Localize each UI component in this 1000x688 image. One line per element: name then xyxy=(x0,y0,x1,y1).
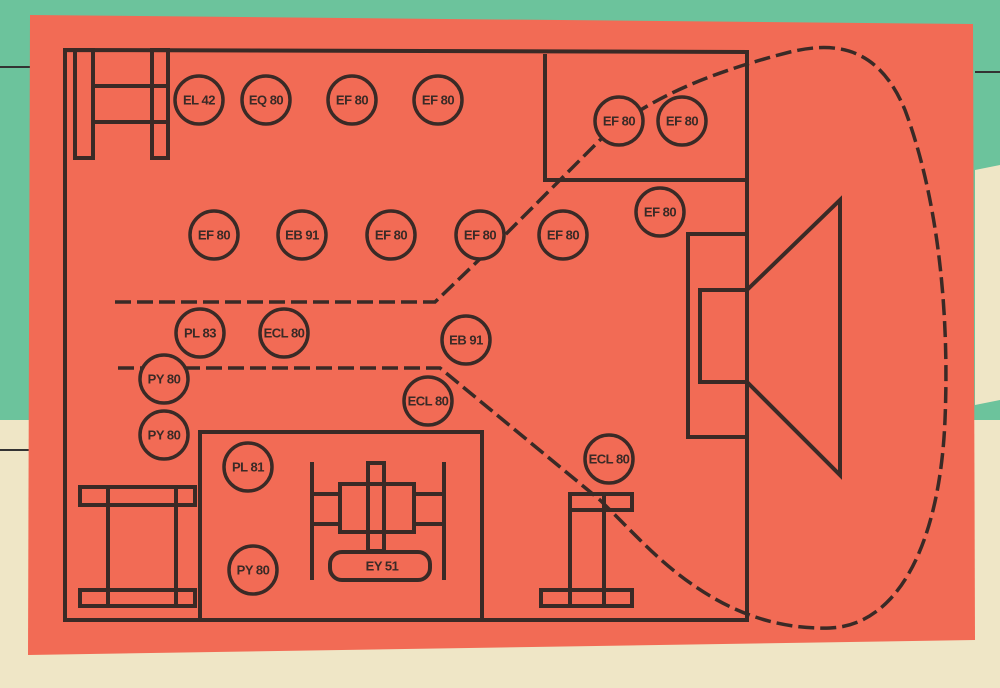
tube-label: EB 91 xyxy=(285,227,319,242)
tube-label: EF 80 xyxy=(336,92,368,107)
tube: EL 42 xyxy=(173,74,225,126)
tube-circle xyxy=(634,186,686,238)
tube-label: ECL 80 xyxy=(589,451,630,466)
tube-label: EF 80 xyxy=(547,227,579,242)
tube-circle xyxy=(412,74,464,126)
rectifier-label: EY 51 xyxy=(366,558,399,573)
chassis-outline xyxy=(63,47,842,622)
tube-circle xyxy=(593,95,645,147)
tube: EF 80 xyxy=(593,95,645,147)
tube-label: EF 80 xyxy=(375,227,407,242)
speaker-cone xyxy=(745,195,842,480)
tube-circle xyxy=(402,375,454,427)
red-paper xyxy=(28,15,975,655)
tube-circle xyxy=(258,307,310,359)
tube: PL 83 xyxy=(174,307,226,359)
tube-label: PL 83 xyxy=(184,325,216,340)
tube-label: EF 80 xyxy=(464,227,496,242)
tube-circle xyxy=(174,307,226,359)
tube-circle xyxy=(227,544,279,596)
tube: EF 80 xyxy=(326,74,378,126)
eht-box xyxy=(198,430,484,620)
tube-label: EF 80 xyxy=(644,204,676,219)
tube-circle xyxy=(222,441,274,493)
tube-label: PY 80 xyxy=(237,562,270,577)
tube: PY 80 xyxy=(227,544,279,596)
tube: PL 81 xyxy=(222,441,274,493)
tube-label: ECL 80 xyxy=(264,325,305,340)
tube-label: EL 42 xyxy=(183,92,215,107)
tube: EB 91 xyxy=(440,314,492,366)
tube-circle xyxy=(454,209,506,261)
tube-circle xyxy=(138,353,190,405)
tube-label: EF 80 xyxy=(603,113,635,128)
tube: ECL 80 xyxy=(258,307,310,359)
tube: EF 80 xyxy=(537,209,589,261)
crt-outline-dashed xyxy=(115,45,948,630)
tube: EF 80 xyxy=(656,95,708,147)
tube: PY 80 xyxy=(138,409,190,461)
tube: EF 80 xyxy=(454,209,506,261)
tube-circle xyxy=(537,209,589,261)
tube: EF 80 xyxy=(365,209,417,261)
tube-label: EB 91 xyxy=(449,332,483,347)
tube-circle xyxy=(326,74,378,126)
tube: EF 80 xyxy=(412,74,464,126)
tube-circle xyxy=(656,95,708,147)
tube-circle xyxy=(583,433,635,485)
tube: ECL 80 xyxy=(402,375,454,427)
tube: EB 91 xyxy=(276,209,328,261)
tube-label: ECL 80 xyxy=(408,393,449,408)
tube: EF 80 xyxy=(188,209,240,261)
tube-label: EF 80 xyxy=(422,92,454,107)
tube-circle xyxy=(240,74,292,126)
tube-label: EQ 80 xyxy=(249,92,284,107)
tube-circle xyxy=(440,314,492,366)
tube-label: PL 81 xyxy=(232,459,264,474)
tube-label: EF 80 xyxy=(198,227,230,242)
tube-circle xyxy=(138,409,190,461)
tube: PY 80 xyxy=(138,353,190,405)
cream-patch-right xyxy=(975,165,1000,405)
tube: ECL 80 xyxy=(583,433,635,485)
tube-layout: EL 42 EQ 80 EF 80 EF 80 EF 80 EF 80 EF 80 EF 80… xyxy=(138,74,708,596)
tube: EF 80 xyxy=(634,186,686,238)
tube-label: PY 80 xyxy=(148,371,181,386)
tube: EQ 80 xyxy=(240,74,292,126)
tube-circle xyxy=(365,209,417,261)
rectifier-ey51: EY 51 xyxy=(328,550,432,582)
tuner-box xyxy=(543,54,747,182)
tube-circle xyxy=(173,74,225,126)
tube-label: EF 80 xyxy=(666,113,698,128)
tube-label: PY 80 xyxy=(148,427,181,442)
tube-circle xyxy=(276,209,328,261)
tube-circle xyxy=(188,209,240,261)
